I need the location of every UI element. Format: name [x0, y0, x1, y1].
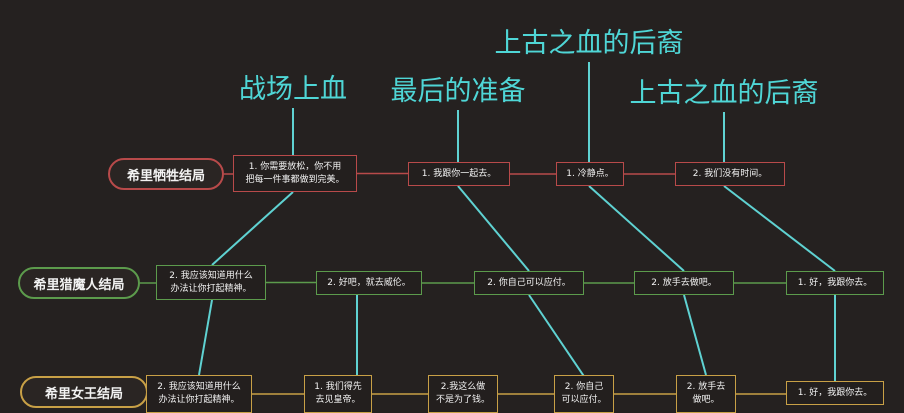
row1-choice-3: 1. 冷静点。 [556, 162, 624, 186]
ending-ciri-empress: 希里女王结局 [20, 376, 148, 408]
choice-connector [723, 185, 836, 272]
row3-choice-6: 1. 好，我跟你去。 [786, 381, 884, 405]
row3-choice-1: 2. 我应该知道用什么 办法让你打起精神。 [146, 375, 252, 413]
row3-choice-3: 2.我这么做 不是为了钱。 [428, 375, 498, 413]
heading-elder-blood-heir-2: 上古之血的后裔 [629, 78, 819, 109]
row3-choice-2: 1. 我们得先 去见皇帝。 [304, 375, 372, 413]
ending-ciri-sacrifice: 希里牺牲结局 [108, 158, 224, 190]
row3-choice-4: 2. 你自己 可以应付。 [554, 375, 614, 413]
choice-connector [588, 185, 685, 272]
row2-choice-5: 1. 好，我跟你去。 [786, 271, 884, 295]
choice-connector [211, 191, 294, 266]
row1-choice-2: 1. 我跟你一起去。 [408, 162, 510, 186]
heading-final-preparations: 最后的准备 [390, 76, 526, 107]
row2-choice-3: 2. 你自己可以应付。 [474, 271, 584, 295]
heading-elder-blood-heir-1: 上古之血的后裔 [494, 28, 684, 59]
heading-battlefield: 战场上血 [239, 74, 347, 105]
choice-connector [198, 299, 213, 376]
row1-choice-1: 1. 你需要放松，你不用 把每一件事都做到完美。 [233, 155, 357, 192]
connector-lines [140, 62, 836, 400]
row3-choice-5: 2. 放手去 做吧。 [676, 375, 736, 413]
row2-choice-2: 2. 好吧，就去威伦。 [316, 271, 422, 295]
choice-connector [683, 294, 707, 376]
dialogue-choice-diagram: 战场上血 最后的准备 上古之血的后裔 上古之血的后裔 希里牺牲结局 希里猎魔人结… [18, 28, 884, 413]
row1-choice-4: 2. 我们没有时间。 [675, 162, 785, 186]
row2-choice-4: 2. 放手去做吧。 [634, 271, 734, 295]
row2-choice-1: 2. 我应该知道用什么 办法让你打起精神。 [156, 265, 266, 300]
ending-ciri-witcher: 希里猎魔人结局 [18, 267, 140, 299]
choice-connector [457, 185, 530, 272]
